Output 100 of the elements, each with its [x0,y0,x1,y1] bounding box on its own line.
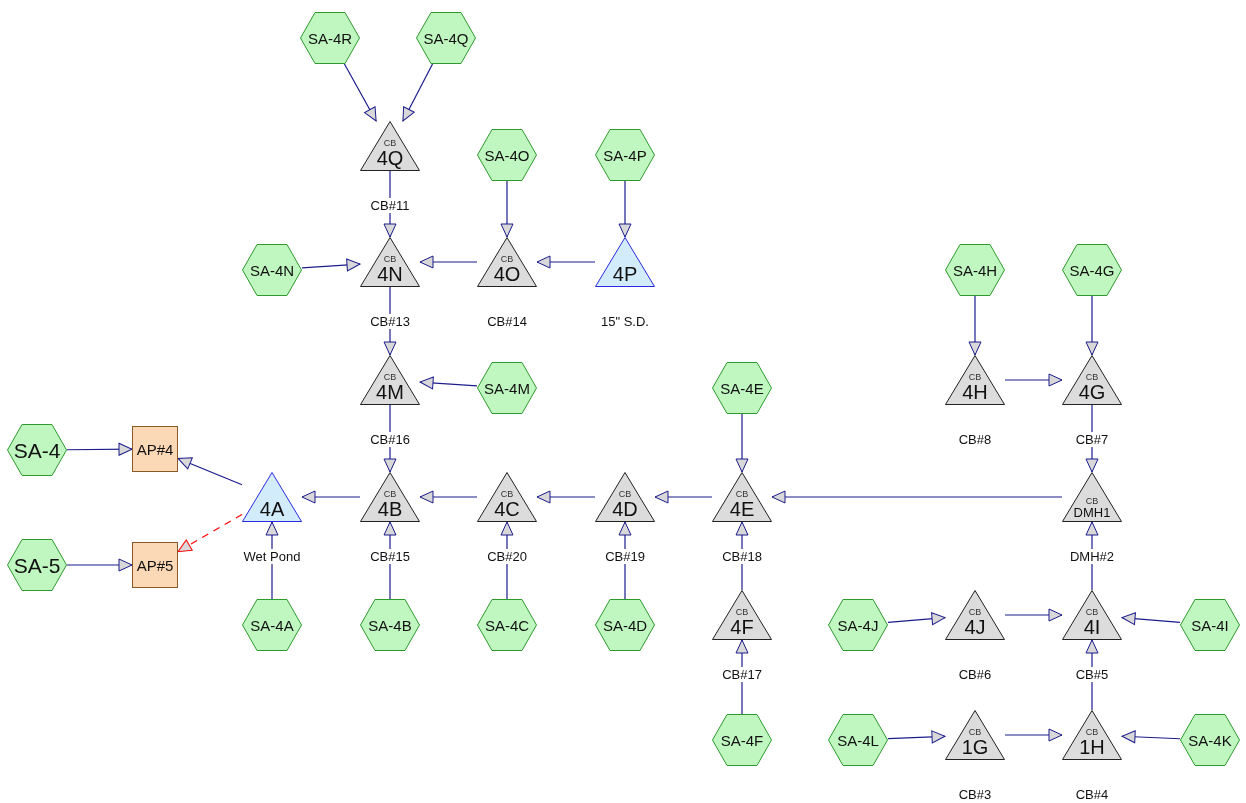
flow-arrow [419,376,478,390]
node-label: SA-4C [484,617,530,633]
subcatchment-hexagon [300,12,360,64]
node-label: SA-4R [307,30,353,46]
subcatchment-hexagon [1180,714,1240,766]
flow-arrow [402,63,434,122]
subcatchment-hexagon [477,362,537,414]
subcatchment-hexagon [712,714,772,766]
flow-arrow [654,490,713,504]
node-caption: CB#14 [486,314,528,329]
flow-arrow [536,255,596,269]
flow-arrow [771,490,1063,504]
node-label: AP#5 [136,557,174,573]
node-tag: CB [735,490,749,499]
node-label: 4Q [376,148,404,168]
node-label: SA-4K [1188,732,1232,748]
pond-triangle [595,237,655,287]
node-caption: CB#7 [1074,432,1110,447]
subcatchment-hexagon [945,244,1005,296]
subcatchment-hexagon [828,714,888,766]
subcatchment-hexagon [595,129,655,181]
node-label: SA-4 [13,439,61,461]
flow-arrow [66,442,133,456]
node-tag: CB [968,373,982,382]
flow-arrow [968,295,982,356]
flow-arrow [735,413,749,473]
node-tag: CB [1085,728,1099,737]
node-label: SA-4O [484,147,530,163]
node-caption: CB#17 [721,667,763,682]
pond-triangle [242,472,302,522]
node-tag: CB [1085,608,1099,617]
subcatchment-hexagon [7,539,67,591]
subcatchment-hexagon [360,599,420,651]
node-label: SA-4B [368,617,412,633]
node-label: SA-4A [250,617,294,633]
node-caption: CB#20 [486,549,528,564]
node-label: 4J [964,617,986,637]
flow-arrow [419,490,478,504]
catch-basin-triangle [360,472,420,522]
flow-arrow [1121,612,1181,626]
node-tag: CB [383,490,397,499]
node-label: 4A [259,499,285,519]
catch-basin-triangle [945,590,1005,640]
node-tag: CB [968,608,982,617]
flow-arrow [887,612,946,626]
catch-basin-triangle [1062,355,1122,405]
node-caption: DMH#2 [1068,549,1116,564]
node-caption: CB#13 [369,314,411,329]
node-tag: CB [1085,373,1099,382]
node-tag: CB [968,728,982,737]
flow-arrow [500,180,514,238]
catch-basin-triangle [595,472,655,522]
node-label: SA-4Q [423,30,469,46]
node-label: 4P [612,264,638,284]
node-label: SA-4P [603,147,647,163]
node-caption: 15" S.D. [600,314,650,329]
node-label: 4N [377,264,403,284]
node-caption: CB#3 [957,787,993,802]
flow-arrow [177,513,243,553]
node-caption: Wet Pond [242,549,302,564]
catch-basin-triangle [945,355,1005,405]
flow-arrow [1085,295,1099,356]
flow-arrow [1004,608,1063,622]
subcatchment-hexagon [1062,244,1122,296]
node-tag: CB [735,608,749,617]
node-tag: CB [500,490,514,499]
node-tag: CB [1085,497,1099,506]
node-tag: CB [618,490,632,499]
node-caption: CB#18 [721,549,763,564]
node-label: 4M [376,382,404,402]
node-label: SA-4M [484,380,530,396]
catch-basin-triangle [477,237,537,287]
catch-basin-triangle [1062,710,1122,760]
node-label: DMH1 [1073,506,1111,519]
node-tag: CB [383,139,397,148]
catch-basin-triangle [1062,472,1122,522]
node-label: 4H [962,382,988,402]
node-caption: CB#8 [957,432,993,447]
node-label: 4E [729,499,755,519]
node-label: 4F [730,617,754,637]
subcatchment-hexagon [477,129,537,181]
node-label: 4G [1078,382,1106,402]
node-caption: CB#4 [1074,787,1110,802]
subcatchment-hexagon [595,599,655,651]
node-label: 4B [377,499,403,519]
node-label: SA-4D [602,617,648,633]
node-tag: CB [383,255,397,264]
flow-arrow [618,180,632,238]
flow-arrow [887,730,946,744]
subcatchment-hexagon [416,12,476,64]
flow-arrow [301,490,361,504]
flow-arrow [1004,728,1063,742]
node-label: SA-4F [720,732,764,748]
node-label: SA-4J [837,617,879,633]
subcatchment-hexagon [242,244,302,296]
node-caption: CB#6 [957,667,993,682]
subcatchment-hexagon [712,362,772,414]
node-caption: CB#15 [369,549,411,564]
subcatchment-hexagon [1180,599,1240,651]
subcatchment-hexagon [7,424,67,476]
